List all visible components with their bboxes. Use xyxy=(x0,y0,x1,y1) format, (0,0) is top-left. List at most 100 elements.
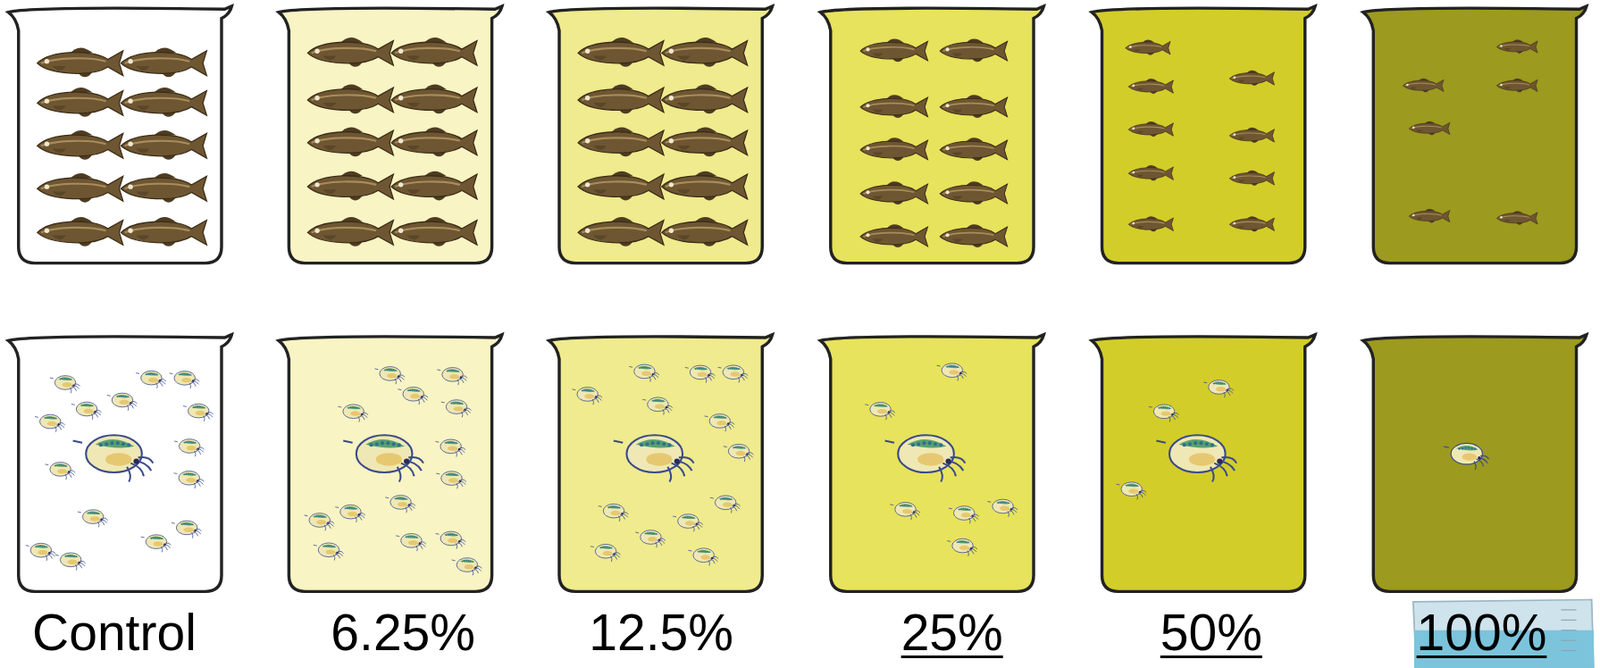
fish xyxy=(578,127,664,158)
fish xyxy=(1125,40,1171,56)
concentration-label: 6.25% xyxy=(330,607,476,659)
daphnia xyxy=(183,403,214,422)
fish xyxy=(578,84,664,115)
fish xyxy=(939,38,1007,62)
fish xyxy=(37,217,124,247)
fish xyxy=(1496,210,1538,226)
fish xyxy=(939,224,1007,248)
daphnia xyxy=(1443,443,1490,470)
daphnia xyxy=(598,503,629,522)
daphnia xyxy=(171,520,202,539)
daphnia xyxy=(1156,435,1237,482)
fish xyxy=(307,127,394,158)
daphnia xyxy=(343,435,424,482)
daphnia xyxy=(385,495,416,514)
fish xyxy=(307,84,394,115)
fish-beaker xyxy=(820,6,1044,264)
fish xyxy=(307,37,394,68)
fish xyxy=(1402,78,1444,93)
daphnia xyxy=(946,538,978,557)
daphnia xyxy=(337,404,369,423)
fish xyxy=(1128,216,1173,232)
daphnia xyxy=(435,531,467,550)
daphnia xyxy=(672,514,704,533)
fish-beaker xyxy=(549,6,773,264)
daphnia-beaker xyxy=(8,335,232,593)
daphnia xyxy=(710,495,741,514)
fish xyxy=(661,171,748,202)
fish xyxy=(860,137,928,161)
concentration-label: Control xyxy=(32,607,197,659)
fish xyxy=(120,130,207,160)
daphnia xyxy=(374,367,405,386)
fish xyxy=(1496,39,1538,54)
fish xyxy=(1408,121,1450,136)
daphnia xyxy=(395,534,427,553)
fish xyxy=(37,130,124,160)
daphnia xyxy=(304,513,336,532)
daphnia xyxy=(44,462,76,481)
daphnia xyxy=(335,504,366,523)
daphnia xyxy=(174,439,205,458)
daphnia-beaker xyxy=(1363,335,1587,593)
fish-beaker xyxy=(1091,6,1316,264)
fish xyxy=(391,171,478,202)
fish xyxy=(1229,170,1274,186)
fish xyxy=(1408,209,1450,224)
concentration-label: 100% xyxy=(1416,607,1548,659)
daphnia-beaker xyxy=(549,335,773,593)
daphnia-beaker xyxy=(278,335,503,593)
fish xyxy=(939,94,1007,118)
daphnia xyxy=(174,470,205,489)
daphnia xyxy=(1148,404,1180,423)
daphnia xyxy=(71,402,102,420)
fish xyxy=(578,37,664,68)
fish xyxy=(307,171,394,202)
daphnia xyxy=(987,499,1018,518)
daphnia xyxy=(685,365,716,384)
fish xyxy=(120,47,207,77)
daphnia xyxy=(73,435,154,482)
concentration-label: 25% xyxy=(901,607,1004,659)
daphnia xyxy=(937,363,968,382)
daphnia xyxy=(55,552,86,571)
daphnia xyxy=(435,471,467,490)
fish xyxy=(860,224,928,248)
fish xyxy=(307,217,394,247)
daphnia xyxy=(628,364,660,383)
fish xyxy=(37,173,124,203)
daphnia xyxy=(452,558,483,577)
fish xyxy=(661,37,748,68)
fish xyxy=(391,84,478,115)
fish xyxy=(37,87,124,118)
daphnia xyxy=(723,443,754,462)
daphnia xyxy=(435,439,466,458)
daphnia xyxy=(885,435,966,482)
fish xyxy=(578,171,664,202)
fish xyxy=(1229,127,1274,143)
fish xyxy=(391,127,478,158)
daphnia xyxy=(590,544,621,562)
fish xyxy=(661,127,748,158)
daphnia xyxy=(50,376,81,394)
daphnia xyxy=(704,414,736,433)
fish xyxy=(578,217,664,247)
fish xyxy=(661,84,748,115)
beaker-icon xyxy=(1413,599,1594,668)
daphnia xyxy=(436,368,468,386)
daphnia xyxy=(107,393,138,411)
concentration-label: 12.5% xyxy=(588,607,734,659)
daphnia xyxy=(889,502,921,520)
daphnia xyxy=(948,506,980,525)
daphnia-beaker xyxy=(1091,335,1316,593)
fish xyxy=(1496,78,1538,93)
fish xyxy=(860,38,928,62)
daphnia xyxy=(169,371,201,390)
daphnia xyxy=(77,510,109,528)
fish xyxy=(120,87,207,118)
fish xyxy=(860,181,928,205)
fish-beaker xyxy=(278,6,503,264)
daphnia xyxy=(25,543,57,562)
fish xyxy=(391,217,478,247)
